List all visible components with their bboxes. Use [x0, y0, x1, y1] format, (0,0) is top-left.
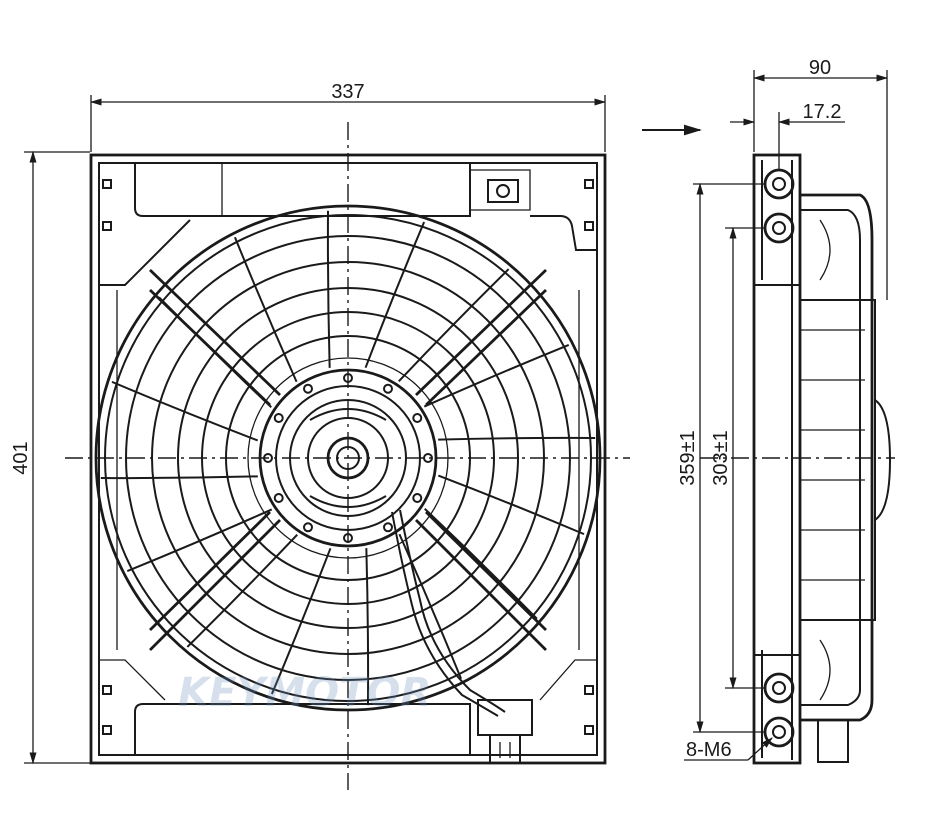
guard-spoke: [398, 533, 462, 680]
mount-hole-tl: [102, 179, 112, 189]
dim-flange-label: 17.2: [803, 101, 842, 123]
guard-spoke: [234, 236, 298, 383]
guard-spoke: [270, 547, 332, 695]
mount-hole-bl: [102, 685, 112, 695]
side-view: 90 17.2 359±1 303±1 8-M6: [642, 57, 895, 765]
connector: [477, 699, 533, 764]
side-connector: [817, 719, 849, 763]
guard-spoke: [438, 436, 596, 441]
dim-width-label: 337: [331, 81, 364, 103]
guard-spoke: [424, 508, 538, 620]
fastener-callout: 8-M6: [684, 737, 773, 761]
dimension-flange: 17.2: [730, 101, 845, 170]
bottom-plate: [134, 703, 471, 755]
fastener-label: 8-M6: [686, 739, 732, 761]
dimension-hole-inner: 303±1: [710, 226, 765, 690]
hub-bolt: [303, 383, 313, 394]
hub-bolt: [383, 383, 393, 394]
dim-height-label: 401: [10, 441, 32, 474]
motor-profile: [874, 399, 892, 521]
mounting-flange: [752, 153, 802, 765]
guard-spoke: [100, 475, 258, 480]
top-plate: [134, 163, 471, 217]
frame-inner-outline: [98, 162, 598, 756]
watermark-logo: KEYMOTOR: [178, 670, 431, 716]
mount-hole-tr: [584, 179, 594, 189]
mount-hole-br: [584, 685, 594, 695]
mount-hole-br2: [584, 725, 594, 735]
mount-hole-tl2: [102, 221, 112, 231]
guard-spoke: [111, 380, 259, 442]
dim-hole-outer-label: 359±1: [677, 430, 699, 485]
dim-depth-label: 90: [809, 57, 831, 79]
mount-hole-bl2: [102, 725, 112, 735]
hub-bolt: [412, 493, 423, 503]
hub-bolt: [273, 493, 284, 503]
guard-spoke: [326, 210, 331, 368]
hub-bolt: [412, 413, 423, 423]
dimension-width: 337: [89, 81, 607, 152]
guard-spoke: [398, 268, 510, 382]
hub-bolt: [383, 522, 393, 533]
hub-bolt: [273, 413, 284, 423]
guard-spoke: [437, 474, 585, 536]
front-view: 337 401 KEYMOTOR: [10, 81, 630, 790]
guard-spoke: [364, 221, 426, 369]
mount-hole-tr2: [584, 221, 594, 231]
dim-hole-inner-label: 303±1: [710, 430, 732, 485]
guard-spoke: [423, 344, 570, 408]
hub-bolt: [303, 522, 313, 533]
dimension-depth: 90: [752, 57, 889, 300]
dimension-hole-outer: 359±1: [677, 182, 765, 734]
dimension-height: 401: [10, 150, 90, 765]
guard-spoke: [365, 548, 370, 706]
guard-spoke: [186, 534, 298, 648]
top-right-corner-bracket: [99, 215, 597, 286]
guard-spoke: [126, 508, 273, 572]
fan-shroud: [800, 193, 874, 722]
